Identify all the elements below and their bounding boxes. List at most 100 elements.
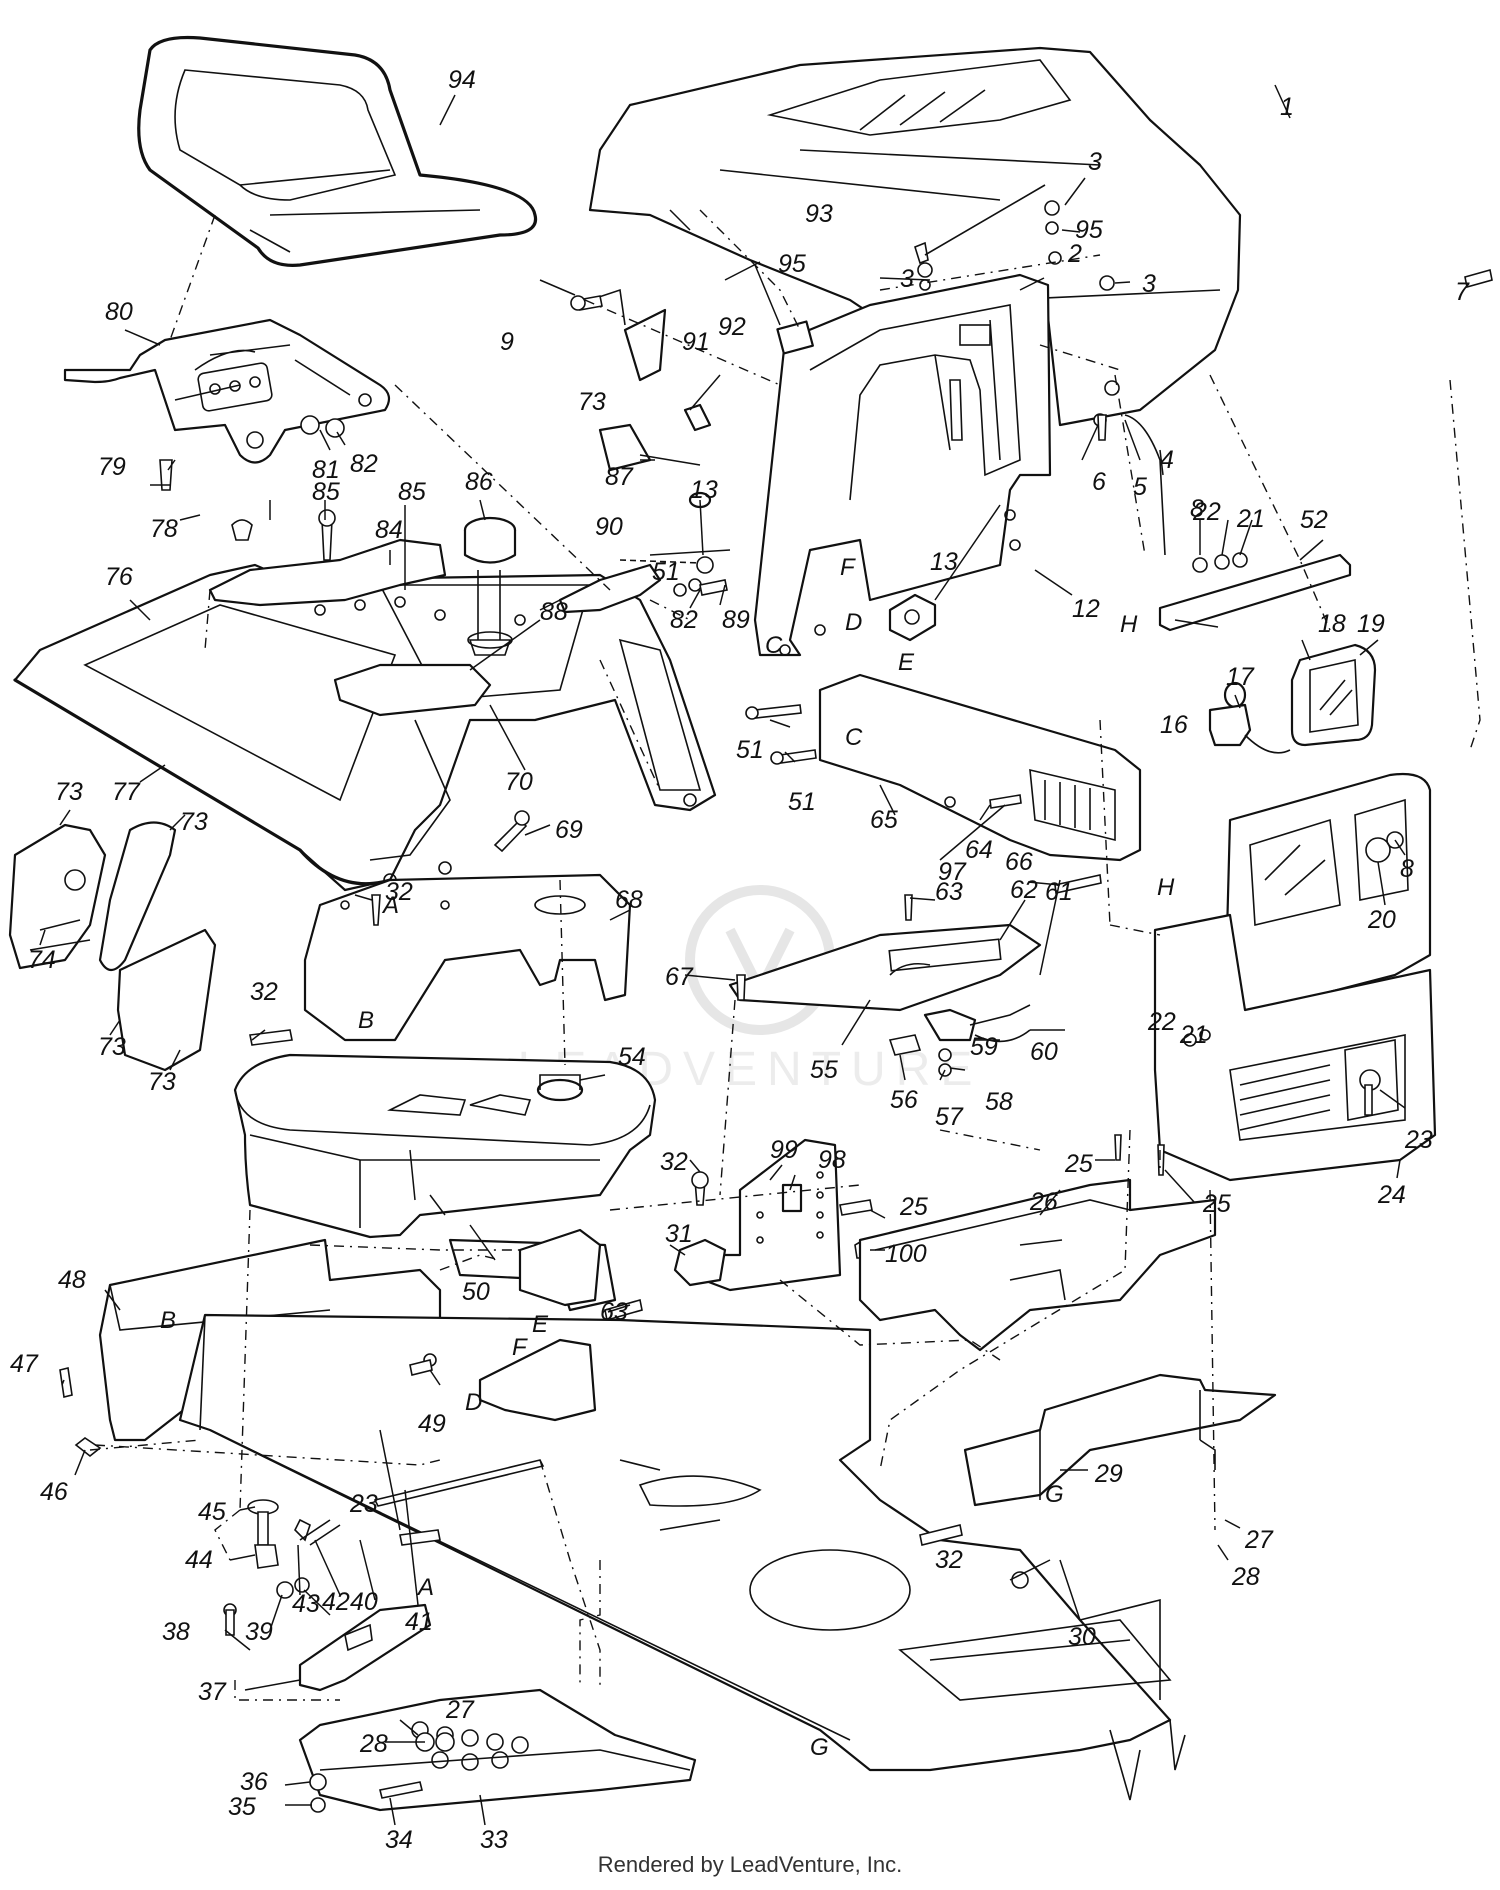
reference-letters: A A B B C C D D E E F F G G H H — [160, 554, 1175, 1761]
letter-g: G — [1045, 1481, 1064, 1508]
callout-100: 100 — [885, 1240, 927, 1268]
callout-44: 44 — [185, 1546, 213, 1574]
dash-switches — [589, 288, 937, 642]
frame-main — [178, 1313, 1186, 1801]
fuel-tank — [233, 1053, 657, 1239]
callout-60: 60 — [1030, 1038, 1058, 1066]
callout-55: 55 — [810, 1056, 838, 1084]
callout-7: 7 — [1455, 278, 1470, 306]
callout-73: 73 — [148, 1068, 176, 1096]
footrest-left — [223, 1577, 697, 1813]
callout-64: 64 — [965, 836, 993, 864]
callout-25: 25 — [1064, 1150, 1093, 1178]
callout-42: 42 — [322, 1588, 350, 1616]
callout-79: 79 — [98, 453, 126, 481]
callout-2: 2 — [1067, 240, 1082, 268]
switch-plate — [728, 894, 1042, 1012]
callout-26: 26 — [1029, 1188, 1058, 1216]
callout-57: 57 — [935, 1103, 964, 1131]
callout-91: 91 — [682, 328, 710, 356]
callout-27: 27 — [445, 1696, 475, 1724]
seat — [137, 35, 538, 267]
exploded-parts-diagram: LEADVENTURE — [8, 35, 1493, 1850]
tank-bracket — [303, 873, 632, 1042]
callout-36: 36 — [240, 1768, 268, 1796]
callout-81: 81 — [312, 456, 340, 484]
callout-98: 98 — [818, 1146, 846, 1174]
callout-50: 50 — [462, 1278, 490, 1306]
callout-48: 48 — [58, 1266, 86, 1294]
callout-3: 3 — [900, 265, 914, 293]
callout-3: 3 — [1142, 270, 1156, 298]
callout-67: 67 — [665, 963, 694, 991]
letter-h: H — [1157, 874, 1175, 901]
callout-73: 73 — [98, 1033, 126, 1061]
leader-lines — [39, 84, 1406, 1826]
seat-brackets — [208, 538, 662, 717]
callout-87: 87 — [605, 463, 634, 491]
callout-21: 21 — [1179, 1021, 1208, 1049]
callout-73: 73 — [180, 808, 208, 836]
callout-82: 82 — [670, 606, 698, 634]
letter-b: B — [160, 1307, 176, 1334]
alignment-lines — [89, 209, 1481, 1701]
letter-e: E — [532, 1311, 549, 1338]
screw-69-head — [514, 810, 530, 826]
callout-1: 1 — [1280, 93, 1294, 121]
callout-27: 27 — [1244, 1526, 1274, 1554]
callout-95: 95 — [1075, 216, 1103, 244]
dash-lower-panel — [818, 673, 1142, 862]
callout-numbers: 1 2 3 3 3 4 5 6 7 8 8 9 12 13 13 16 17 1… — [10, 66, 1470, 1850]
callout-73: 73 — [55, 778, 83, 806]
fender — [13, 563, 717, 892]
callout-85: 85 — [312, 478, 340, 506]
callout-31: 31 — [665, 1220, 693, 1248]
callout-6: 6 — [1092, 468, 1106, 496]
callout-94: 94 — [448, 66, 476, 94]
callout-58: 58 — [985, 1088, 1013, 1116]
dash-panel — [753, 273, 1052, 657]
callout-13: 13 — [930, 548, 958, 576]
callout-49: 49 — [418, 1410, 446, 1438]
callout-73: 73 — [578, 388, 606, 416]
callout-52: 52 — [1300, 506, 1328, 534]
callout-28: 28 — [1231, 1563, 1260, 1591]
callout-74: 74 — [28, 946, 56, 974]
callout-23: 23 — [1404, 1126, 1433, 1154]
callout-99: 99 — [770, 1136, 798, 1164]
hood-hardware — [570, 184, 1493, 556]
panel-screws — [745, 704, 1102, 894]
callout-65: 65 — [870, 806, 898, 834]
grille-lower — [1153, 913, 1437, 1182]
callout-34: 34 — [385, 1826, 413, 1850]
callout-3: 3 — [1088, 148, 1102, 176]
callout-35: 35 — [228, 1793, 256, 1821]
callout-92: 92 — [718, 313, 746, 341]
callout-5: 5 — [1133, 473, 1147, 501]
callout-16: 16 — [1160, 711, 1188, 739]
callout-95: 95 — [778, 250, 806, 278]
callout-30: 30 — [1068, 1623, 1096, 1651]
callout-90: 90 — [595, 513, 623, 541]
callout-23: 23 — [349, 1490, 378, 1518]
callout-37: 37 — [198, 1678, 227, 1706]
callout-43: 43 — [292, 1590, 320, 1618]
callout-51: 51 — [652, 558, 680, 586]
letter-c: C — [765, 632, 783, 659]
callout-59: 59 — [970, 1033, 998, 1061]
callout-85: 85 — [398, 478, 426, 506]
callout-22: 22 — [1192, 498, 1221, 526]
callout-97: 97 — [938, 858, 967, 886]
callout-69: 69 — [555, 816, 583, 844]
callout-9: 9 — [500, 328, 514, 356]
callout-24: 24 — [1377, 1181, 1406, 1209]
callout-4: 4 — [1160, 446, 1174, 474]
callout-19: 19 — [1357, 610, 1385, 638]
callout-82: 82 — [350, 450, 378, 478]
callout-80: 80 — [105, 298, 133, 326]
callout-63: 63 — [600, 1298, 628, 1326]
callout-20: 20 — [1367, 906, 1396, 934]
switch-hardware — [619, 556, 728, 597]
callout-32: 32 — [660, 1148, 688, 1176]
letter-a: A — [381, 892, 399, 919]
